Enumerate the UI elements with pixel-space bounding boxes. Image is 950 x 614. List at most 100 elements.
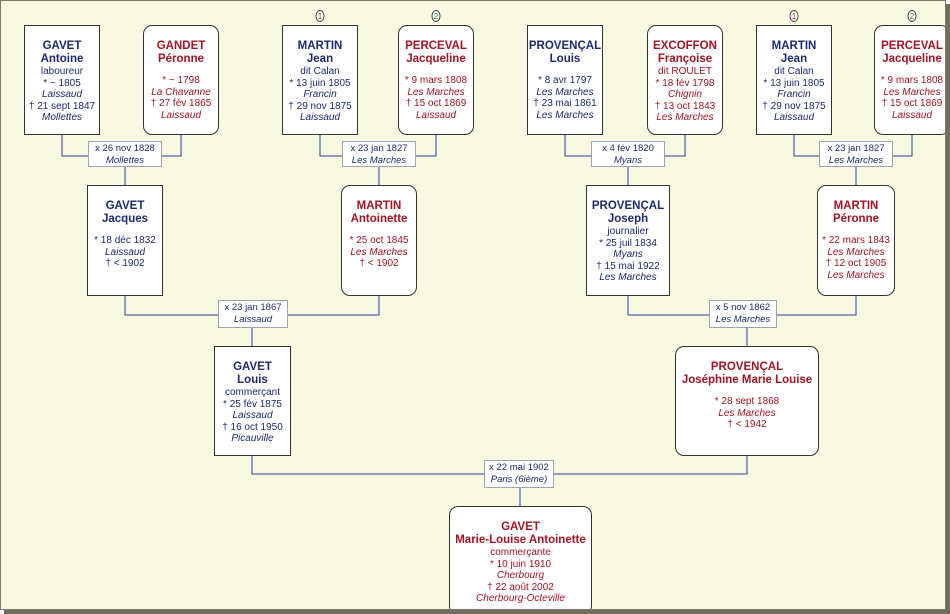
person-surname: GANDET (156, 40, 206, 52)
person-birth-place: Les Marches (883, 86, 941, 98)
person-card[interactable]: MARTIN Jean dit Calan * 13 juin 1805 Fra… (756, 25, 832, 135)
person-card[interactable]: GANDET Péronne * ~ 1798 La Chavanne † 27… (143, 25, 219, 135)
person-given-name: Jacqueline (882, 53, 942, 65)
person-card[interactable]: GAVET Jacques * 18 déc 1832 Laissaud † <… (87, 185, 163, 296)
person-death: † < 1902 (359, 258, 399, 269)
marriage-label: x 23 jan 1827 Les Marches (342, 141, 416, 167)
person-given-name: Joséphine Marie Louise (681, 374, 813, 386)
person-occupation: commerçant (224, 387, 280, 398)
marriage-label: x 23 jan 1827 Les Marches (819, 141, 893, 167)
marriage-place: Les Marches (715, 313, 771, 325)
marriage-date: x 5 nov 1862 (715, 302, 771, 313)
person-birth: * ~ 1798 (162, 75, 200, 86)
person-death: † 15 mai 1922 (596, 260, 660, 272)
person-birth-place: Laissaud (104, 246, 146, 258)
person-birth: * 22 mars 1843 (822, 235, 890, 246)
person-card[interactable]: PROVENÇAL Joseph journalier * 25 juil 18… (586, 185, 670, 296)
person-occupation: dit ROULET (658, 66, 712, 77)
person-surname: GAVET (42, 40, 82, 52)
person-given-name: Louis (549, 53, 581, 65)
person-birth: * 13 juin 1805 (289, 77, 351, 89)
person-birth: * 28 sept 1868 (714, 396, 780, 407)
person-birth: * 13 juin 1805 (763, 77, 825, 89)
implex-marker-label: 1 (792, 12, 797, 21)
person-given-name: Jean (780, 53, 808, 65)
marriage-place: Les Marches (828, 154, 884, 166)
person-death-place: Mollettes (41, 112, 82, 123)
person-surname: MARTIN (297, 40, 343, 52)
person-card[interactable]: GAVET Antoine laboureur * ~ 1805 Laissau… (24, 25, 100, 135)
person-surname: GAVET (501, 521, 540, 533)
person-birth-place: Cherbourg (496, 570, 545, 581)
implex-marker-label: 1 (318, 12, 323, 21)
person-occupation: dit Calan (774, 66, 814, 77)
implex-marker-icon: 2 (907, 10, 917, 22)
person-surname: MARTIN (356, 200, 402, 212)
person-birth: * 25 fév 1875 (223, 398, 282, 410)
person-surname: PROVENÇAL (528, 40, 602, 52)
person-death: † 23 mai 1861 (533, 98, 597, 109)
person-given-name: Péronne (832, 213, 879, 225)
person-card[interactable]: MARTIN Antoinette * 25 oct 1845 Les Marc… (341, 185, 417, 296)
person-death: † 27 fév 1865 (150, 98, 212, 109)
marriage-label: x 5 nov 1862 Les Marches (709, 300, 777, 328)
person-death-place: Picauville (231, 433, 274, 444)
person-death-place: Les Marches (827, 269, 885, 281)
person-birth-place: La Chavanne (151, 86, 211, 98)
person-death: † 13 oct 1843 (654, 100, 716, 112)
marriage-place: Laissaud (233, 313, 273, 325)
person-surname: PROVENÇAL (591, 200, 665, 212)
person-surname: GAVET (233, 361, 272, 373)
person-card[interactable]: PROVENÇAL Louis * 8 avr 1797 Les Marches… (527, 25, 603, 135)
person-given-name: Jacques (101, 213, 149, 225)
person-birth-place: Les Marches (407, 86, 465, 98)
person-death: † 15 oct 1869 (881, 98, 943, 109)
marriage-label: x 22 mai 1902 Paris (6ième) (484, 460, 554, 488)
person-birth-place: Les Marches (718, 407, 776, 419)
person-surname: GAVET (105, 200, 145, 212)
implex-marker-icon: 1 (789, 10, 799, 22)
person-death-place: Laissaud (160, 109, 202, 121)
person-surname: EXCOFFON (653, 40, 717, 52)
person-card[interactable]: EXCOFFON Françoise dit ROULET * 18 fév 1… (647, 25, 723, 135)
person-given-name: Antoinette (350, 213, 408, 225)
person-given-name: Jean (306, 53, 334, 65)
person-card[interactable]: PERCEVAL Jacqueline * 9 mars 1808 Les Ma… (398, 25, 474, 135)
person-card[interactable]: PERCEVAL Jacqueline * 9 mars 1808 Les Ma… (874, 25, 945, 135)
person-birth: * ~ 1805 (43, 77, 81, 89)
person-card[interactable]: MARTIN Jean dit Calan * 13 juin 1805 Fra… (282, 25, 358, 135)
person-birth-place: Les Marches (350, 246, 408, 258)
marriage-label: x 26 nov 1828 Mollettes (88, 141, 162, 167)
person-death-place: Laissaud (415, 109, 457, 121)
person-death: † 22 août 2002 (487, 581, 554, 593)
person-surname: PROVENÇAL (710, 361, 784, 373)
person-death: † 29 nov 1875 (288, 100, 352, 112)
marriage-place: Myans (614, 154, 642, 166)
person-birth: * 10 juin 1910 (489, 558, 552, 570)
marriage-date: x 22 mai 1902 (489, 462, 549, 473)
person-card[interactable]: GAVET Marie-Louise Antoinette commerçant… (449, 506, 592, 609)
person-death-place: Cherbourg-Octeville (476, 593, 565, 604)
person-card[interactable]: GAVET Louis commerçant * 25 fév 1875 Lai… (214, 346, 291, 456)
person-surname: PERCEVAL (881, 40, 943, 52)
person-given-name: Marie-Louise Antoinette (455, 534, 586, 546)
implex-marker-label: 2 (910, 12, 915, 21)
person-death: † 15 oct 1869 (405, 98, 467, 109)
marriage-place: Les Marches (351, 154, 407, 166)
person-birth-place: Chignin (668, 89, 702, 100)
person-birth-place: Francin (303, 89, 337, 100)
person-death: † 12 oct 1905 (825, 258, 887, 269)
marriage-date: x 4 fév 1820 (602, 143, 654, 154)
marriage-date: x 23 jan 1827 (350, 143, 408, 154)
person-card[interactable]: PROVENÇAL Joséphine Marie Louise * 28 se… (675, 346, 819, 456)
person-birth-place: Francin (777, 89, 811, 100)
person-given-name: Antoine (40, 53, 84, 65)
marriage-date: x 26 nov 1828 (95, 143, 155, 154)
person-card[interactable]: MARTIN Péronne * 22 mars 1843 Les Marche… (817, 185, 895, 296)
person-death-place: Laissaud (299, 112, 341, 123)
person-death: † 21 sept 1847 (28, 100, 96, 112)
marriage-place: Paris (6ième) (490, 473, 548, 485)
person-surname: PERCEVAL (405, 40, 467, 52)
marriage-date: x 23 jan 1867 (224, 302, 282, 313)
person-birth: * 25 juil 1834 (599, 237, 657, 249)
